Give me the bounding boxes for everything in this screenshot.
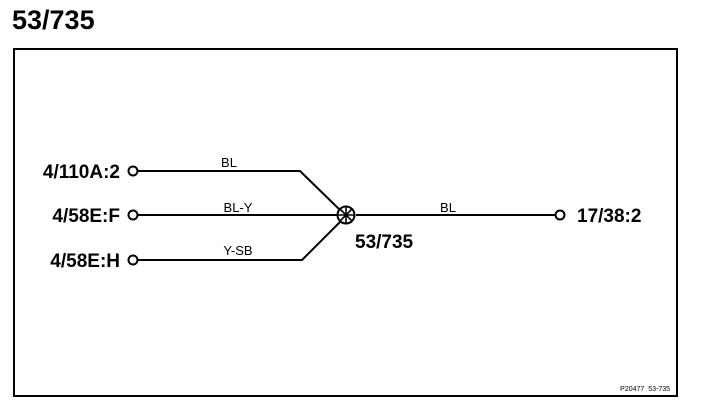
wire-label-right: BL: [440, 200, 456, 215]
connector-label-left-bottom: 4/58E:H: [50, 251, 120, 272]
splice-icon: [336, 205, 356, 225]
connector-label-left-top: 4/110A:2: [43, 162, 120, 183]
connector-label-left-middle: 4/58E:F: [52, 206, 120, 227]
terminal-left-middle-icon: [127, 209, 139, 221]
page-title: 53/735: [12, 5, 95, 35]
wire-left-bottom: [138, 221, 341, 261]
reference-code: P20477 53-735: [620, 386, 670, 393]
terminal-left-top-icon: [127, 165, 139, 177]
wire-label-left-bottom: Y-SB: [223, 243, 252, 258]
terminal-right-icon: [554, 209, 566, 221]
splice-label: 53/735: [355, 232, 414, 253]
diagram-frame: [13, 48, 678, 397]
connector-label-right: 17/38:2: [577, 206, 641, 227]
wire-left-top: [138, 170, 341, 211]
wire-label-left-top: BL: [221, 155, 237, 170]
wire-label-left-middle: BL-Y: [224, 200, 253, 215]
terminal-left-bottom-icon: [127, 254, 139, 266]
